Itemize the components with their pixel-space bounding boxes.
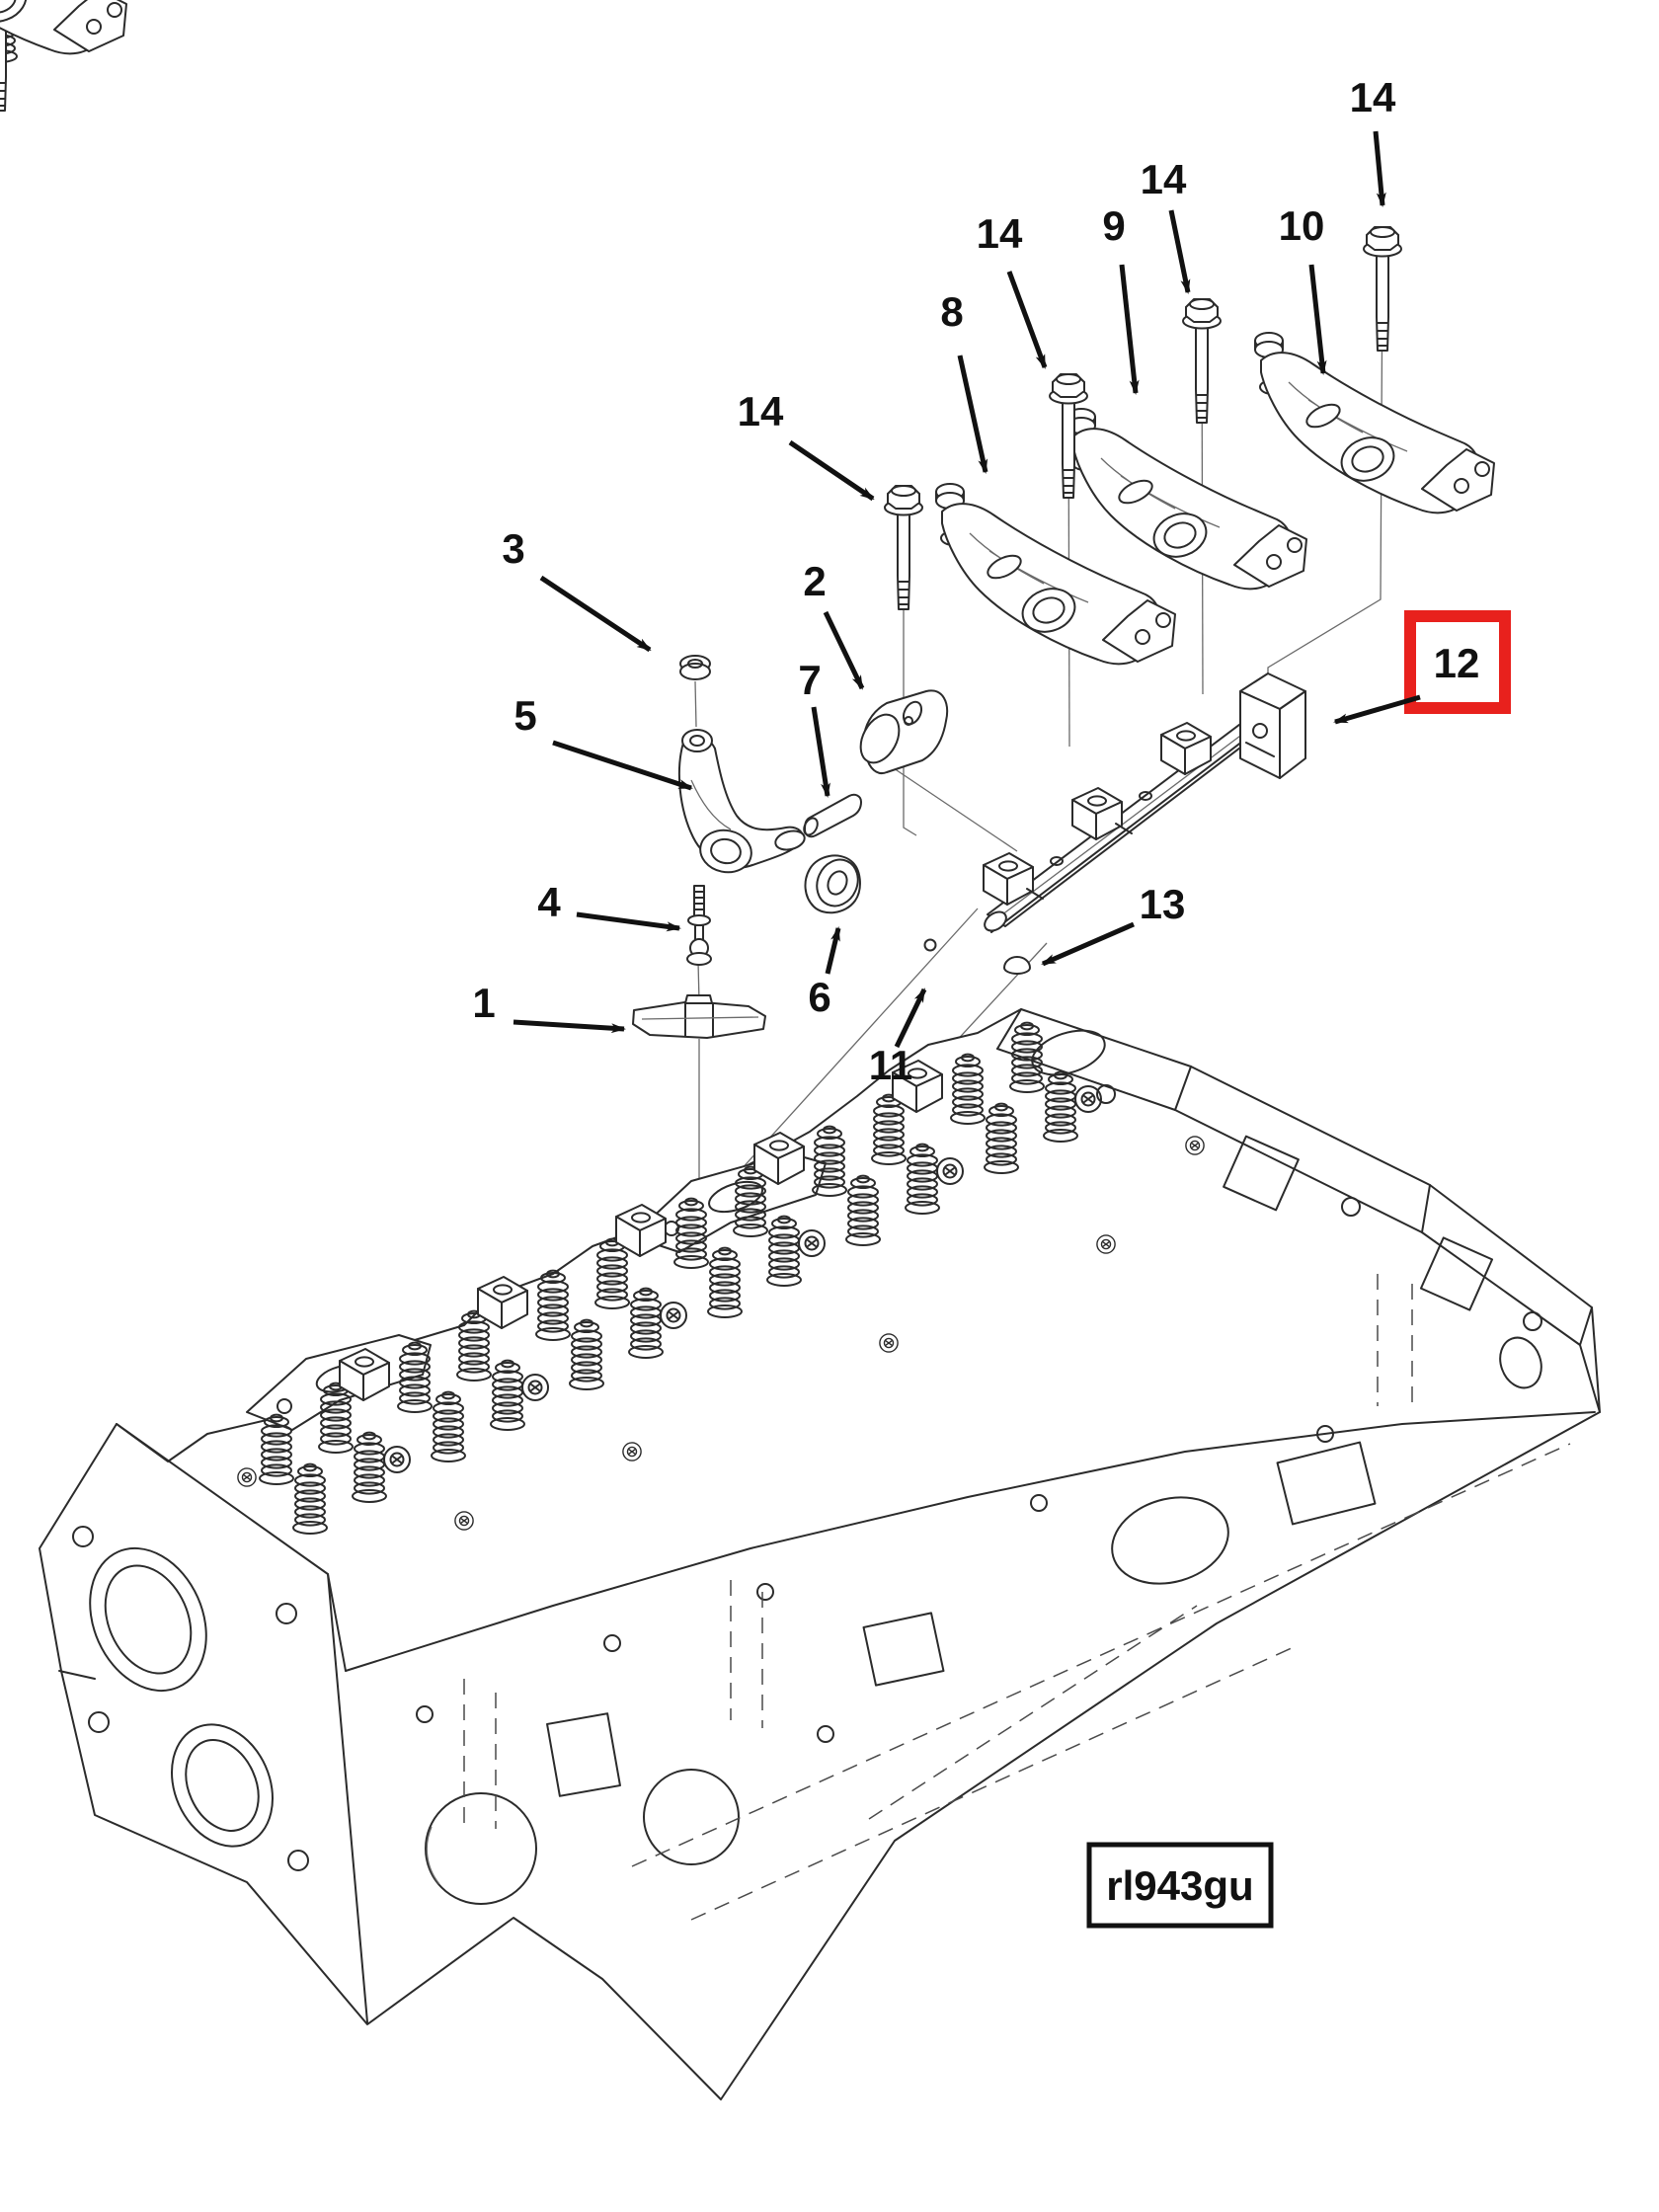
callout-2-arrow xyxy=(823,610,865,690)
head-rear-wall xyxy=(996,1008,1601,1413)
callout-14-c-label[interactable]: 14 xyxy=(1141,156,1187,202)
callout-1-label[interactable]: 1 xyxy=(472,980,495,1026)
flange-bolt-part-14-c xyxy=(1182,298,1222,424)
callout-2-label[interactable]: 2 xyxy=(803,558,826,604)
callout-12-arrow xyxy=(1333,694,1421,725)
head-deck-edge xyxy=(345,1411,1596,1672)
callout-4-arrow xyxy=(576,911,681,932)
callout-12-highlight-box xyxy=(1404,610,1511,714)
callout-7-arrow xyxy=(811,706,830,798)
callout-13-label[interactable]: 13 xyxy=(1140,881,1186,927)
callout-12-label[interactable]: 12 xyxy=(1434,640,1480,686)
figure-id-box: rl943gu xyxy=(1086,1842,1274,1929)
shaft-end-bracket xyxy=(1239,672,1306,779)
callout-5-label[interactable]: 5 xyxy=(514,692,536,739)
callout-9-label[interactable]: 9 xyxy=(1102,202,1125,249)
callout-14-a-label[interactable]: 14 xyxy=(738,388,784,434)
callout-10-label[interactable]: 10 xyxy=(1279,202,1325,249)
rocker-arm-part-9 xyxy=(1066,408,1307,591)
callout-11-label[interactable]: 11 xyxy=(869,1042,912,1088)
rocker-shaft-assembly-part-12 xyxy=(983,672,1306,933)
callout-14-c-arrow xyxy=(1168,209,1191,294)
callout-13[interactable]: 13 xyxy=(1041,881,1186,967)
callout-9-arrow xyxy=(1119,264,1140,395)
flange-bolt-part-14-a xyxy=(884,485,923,610)
callout-7-label[interactable]: 7 xyxy=(798,657,821,703)
callout-8[interactable]: 8 xyxy=(940,288,988,474)
valve-crosshead-part-1 xyxy=(632,994,766,1039)
callout-11[interactable]: 11 xyxy=(869,988,927,1088)
roller-part-6 xyxy=(804,854,861,914)
callouts: 1 2 3 4 5 6 7 8 xyxy=(472,74,1511,1088)
callout-8-label[interactable]: 8 xyxy=(940,288,963,335)
pin-part-7 xyxy=(803,793,862,838)
lock-nut-part-3 xyxy=(679,655,711,680)
callout-8-arrow xyxy=(957,355,988,474)
cylinder-head-drawing xyxy=(39,1008,1601,2100)
rocker-arm-part-5 xyxy=(677,729,806,874)
spacer-cylinder-part-2 xyxy=(859,689,948,774)
callout-14-b[interactable]: 14 xyxy=(977,210,1048,369)
callout-6[interactable]: 6 xyxy=(808,926,841,1020)
callout-3-arrow xyxy=(539,575,652,653)
callout-14-a-arrow xyxy=(788,439,875,502)
callout-3[interactable]: 3 xyxy=(502,525,652,653)
flange-bolt-part-14-d xyxy=(1363,226,1402,352)
head-near-face xyxy=(416,1274,1571,1921)
callout-7[interactable]: 7 xyxy=(798,657,830,798)
figure-id-border xyxy=(1086,1842,1274,1929)
callout-10-arrow xyxy=(1308,264,1327,375)
head-front-face xyxy=(58,1526,309,1871)
callout-9[interactable]: 9 xyxy=(1102,202,1140,395)
callout-5-arrow xyxy=(552,740,693,791)
callout-14-a[interactable]: 14 xyxy=(738,388,875,502)
callout-14-b-label[interactable]: 14 xyxy=(977,210,1023,257)
callout-14-c[interactable]: 14 xyxy=(1141,156,1191,294)
callout-13-arrow xyxy=(1041,921,1135,967)
figure-id-label: rl943gu xyxy=(1106,1862,1253,1909)
callout-14-b-arrow xyxy=(1006,271,1048,369)
callout-5[interactable]: 5 xyxy=(514,692,693,791)
callout-4-label[interactable]: 4 xyxy=(537,879,561,925)
callout-10[interactable]: 10 xyxy=(1279,202,1327,375)
callout-14-d-label[interactable]: 14 xyxy=(1350,74,1396,120)
callout-4[interactable]: 4 xyxy=(537,879,681,932)
callout-2[interactable]: 2 xyxy=(803,558,865,690)
cup-plug-part-13 xyxy=(1003,956,1031,975)
check-ball-part-11 xyxy=(923,938,937,952)
callout-14-d-arrow xyxy=(1373,130,1386,207)
callout-12-highlighted[interactable]: 12 xyxy=(1333,610,1511,725)
callout-11-arrow xyxy=(894,988,927,1049)
callout-3-label[interactable]: 3 xyxy=(502,525,524,572)
callout-1[interactable]: 1 xyxy=(472,980,626,1034)
callout-1-arrow xyxy=(513,1019,626,1034)
adjusting-screw-part-4 xyxy=(686,885,712,966)
callout-14-d[interactable]: 14 xyxy=(1350,74,1396,207)
rocker-arm-part-10 xyxy=(1254,332,1495,514)
callout-6-arrow xyxy=(825,926,841,975)
callout-6-label[interactable]: 6 xyxy=(808,974,830,1020)
